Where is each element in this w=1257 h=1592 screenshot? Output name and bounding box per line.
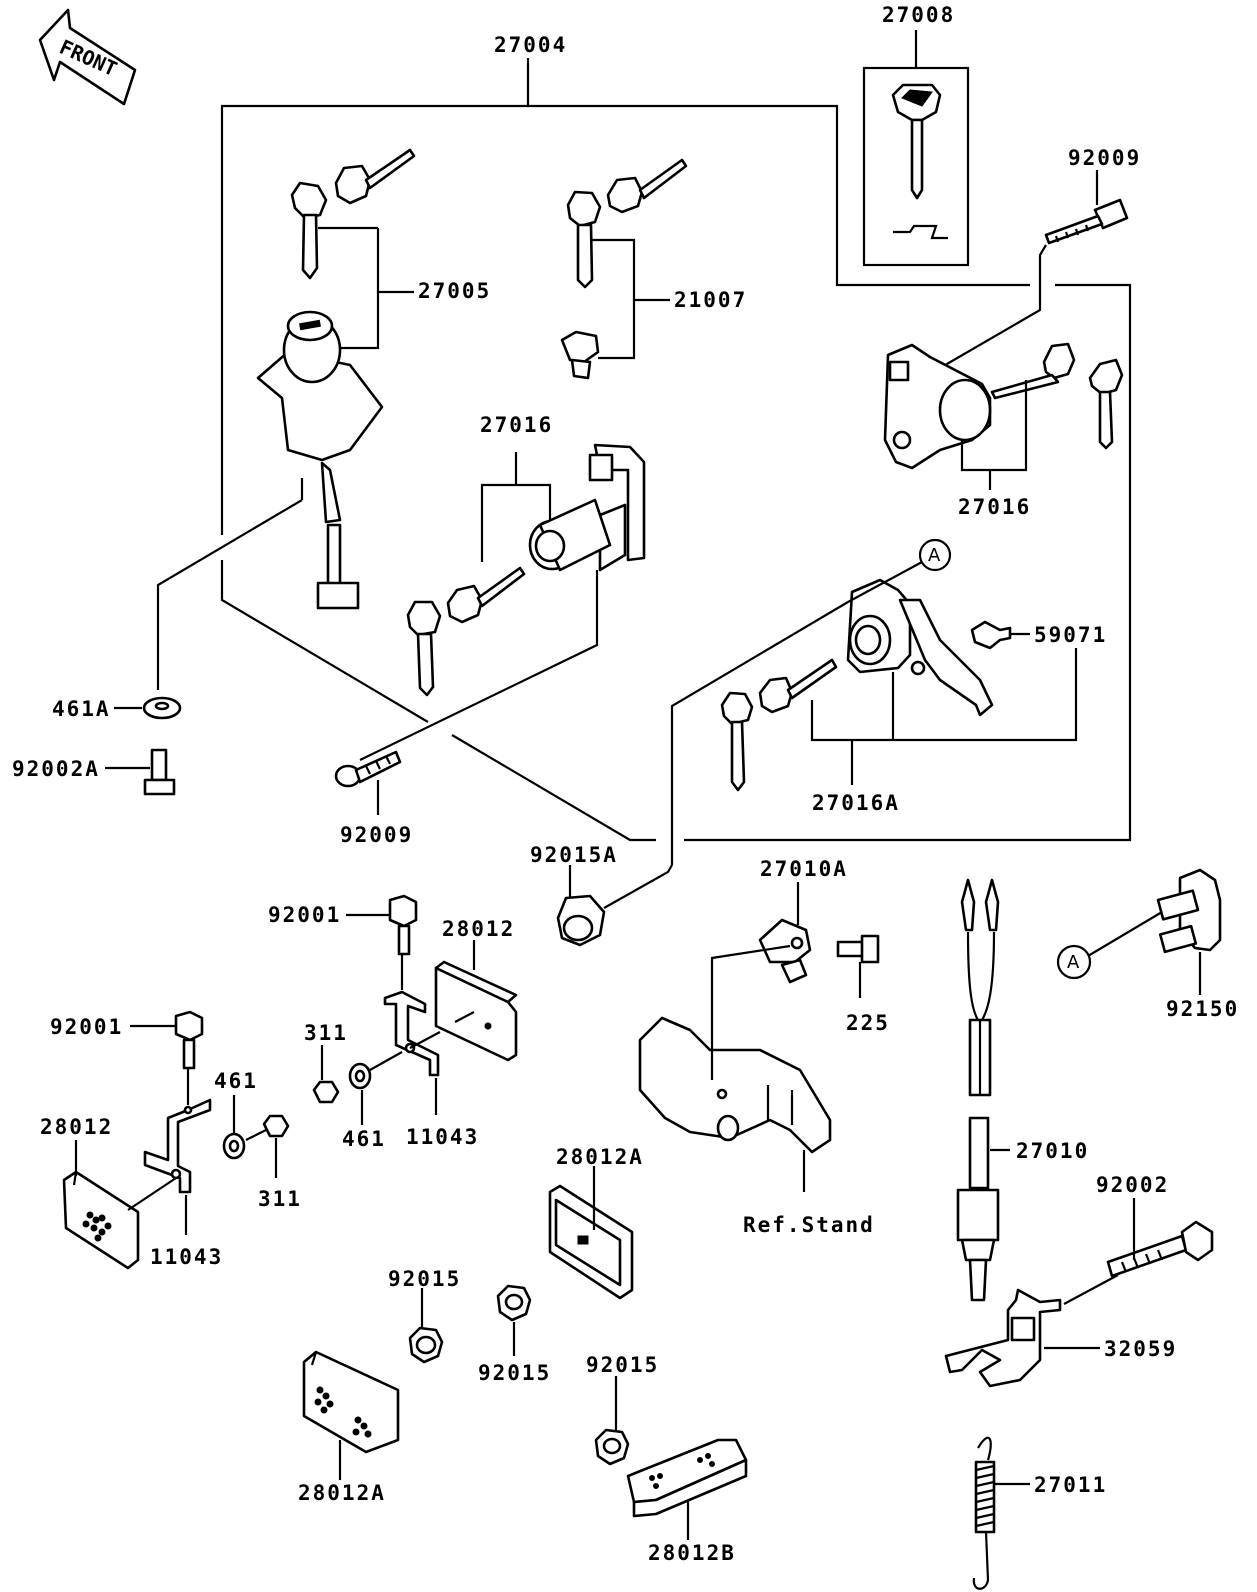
bolts-92150: A xyxy=(1056,868,1222,995)
label-28012B: 28012B xyxy=(648,1541,736,1565)
label-28012-mid: 28012 xyxy=(442,917,515,941)
reflector-28012-left xyxy=(62,1140,177,1270)
side-stand-reference: Ref.Stand xyxy=(638,944,875,1237)
label-28012A-bottom: 28012A xyxy=(298,1481,386,1505)
label-92009-top: 92009 xyxy=(1068,146,1141,170)
front-arrow-icon: FRONT xyxy=(38,8,137,106)
label-27008: 27008 xyxy=(882,3,955,27)
nut-311-left xyxy=(245,1114,290,1178)
label-27016-right: 27016 xyxy=(958,495,1031,519)
washer-461-mid xyxy=(348,1051,403,1125)
bolt-92002 xyxy=(1063,1198,1214,1305)
label-92002A: 92002A xyxy=(12,757,100,781)
label-27016A: 27016A xyxy=(812,791,900,815)
label-92001-mid: 92001 xyxy=(268,903,341,927)
key-set-21007 xyxy=(560,158,688,380)
label-92002: 92002 xyxy=(1096,1173,1169,1197)
reflector-28012A-mid xyxy=(548,1166,634,1300)
label-27010: 27010 xyxy=(1016,1139,1089,1163)
nut-92015A xyxy=(556,864,673,947)
seat-lock-27016 xyxy=(359,443,646,761)
label-92001-left: 92001 xyxy=(50,1015,123,1039)
bracket-11043-mid xyxy=(383,955,440,1115)
label-461-left: 461 xyxy=(214,1069,258,1093)
key-blank-box-27008 xyxy=(862,30,970,267)
helmet-lock-27016 xyxy=(883,342,1124,490)
label-27005: 27005 xyxy=(418,279,491,303)
bolt-92001-left xyxy=(130,1010,204,1070)
reflector-28012A-bottom xyxy=(302,1350,400,1480)
bolt-225 xyxy=(836,934,880,998)
label-92150: 92150 xyxy=(1166,997,1239,1021)
label-461A: 461A xyxy=(52,697,111,721)
label-11043-mid: 11043 xyxy=(406,1125,479,1149)
nut-92015-a xyxy=(408,1288,444,1364)
nut-92015-b xyxy=(496,1284,532,1356)
part-59071 xyxy=(970,620,1030,650)
bracket-27010A xyxy=(758,882,812,984)
label-311-mid: 311 xyxy=(304,1021,348,1045)
nut-311-mid xyxy=(312,1045,340,1104)
reflector-28012-mid xyxy=(409,940,518,1062)
reflector-28012B xyxy=(626,1438,748,1540)
label-92009-bottom: 92009 xyxy=(340,823,413,847)
label-28012A-mid: 28012A xyxy=(556,1145,644,1169)
callout-a-top: A xyxy=(928,545,941,566)
label-225: 225 xyxy=(846,1011,890,1035)
bolt-92002A xyxy=(105,748,176,796)
spring-27011 xyxy=(972,1436,1030,1590)
bracket-11043-left xyxy=(143,1068,212,1235)
label-21007: 21007 xyxy=(674,288,747,312)
callout-a-bottom: A xyxy=(1067,952,1080,973)
key-set-27005 xyxy=(290,148,416,350)
ignition-switch xyxy=(156,310,384,690)
screw-92009-top xyxy=(939,170,1129,369)
label-28012-left: 28012 xyxy=(40,1115,113,1139)
lock-assembly-27016A: A xyxy=(670,538,1078,865)
label-27011: 27011 xyxy=(1034,1473,1107,1497)
label-311-left: 311 xyxy=(258,1187,302,1211)
label-32059: 32059 xyxy=(1104,1337,1177,1361)
screw-92009-bottom xyxy=(334,750,402,815)
label-92015A: 92015A xyxy=(530,843,618,867)
washer-461-left xyxy=(222,1095,246,1160)
label-92015-a: 92015 xyxy=(388,1267,461,1291)
nut-92015-c xyxy=(594,1376,630,1466)
bracket-32059 xyxy=(944,1288,1100,1388)
label-92015-b: 92015 xyxy=(478,1361,551,1385)
washer-461A xyxy=(114,696,182,720)
label-11043-left: 11043 xyxy=(150,1245,223,1269)
stand-switch-27010 xyxy=(956,878,1010,1302)
label-461-mid: 461 xyxy=(342,1127,386,1151)
group-frame-27004 xyxy=(220,58,1132,842)
label-27004: 27004 xyxy=(494,33,567,57)
label-27010A: 27010A xyxy=(760,857,848,881)
bolt-92001-mid xyxy=(346,894,418,956)
label-92015-c: 92015 xyxy=(586,1353,659,1377)
label-27016-mid: 27016 xyxy=(480,413,553,437)
label-59071: 59071 xyxy=(1034,623,1107,647)
label-ref-stand: Ref.Stand xyxy=(743,1213,875,1237)
